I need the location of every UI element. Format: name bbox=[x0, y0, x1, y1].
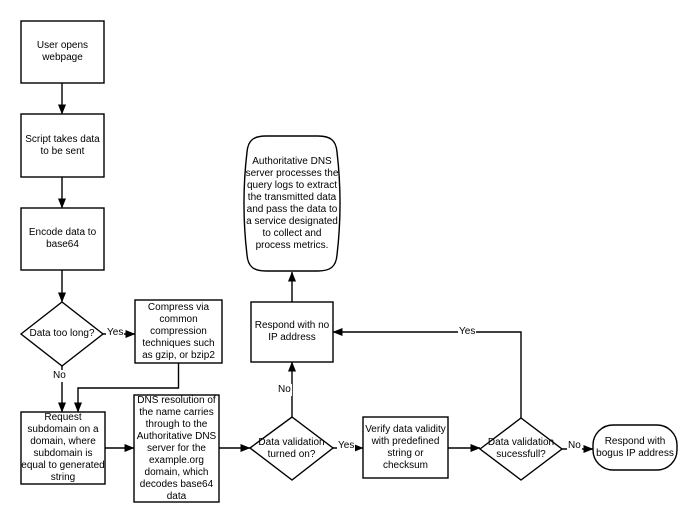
node-user-opens-label: User opens webpage bbox=[36, 40, 89, 63]
node-verify-validity-label: Verify data validity with predefined str… bbox=[365, 423, 446, 471]
node-dns-processes-label: Authoritative DNS server processes the q… bbox=[245, 155, 339, 251]
node-dns-resolution-label: DNS resolution of the name carries throu… bbox=[136, 394, 217, 502]
node-compress-label: Compress via common compression techniqu… bbox=[142, 301, 215, 361]
node-respond-no-ip-shape bbox=[250, 301, 334, 363]
node-compress-shape bbox=[134, 299, 223, 364]
node-dns-processes-shape bbox=[243, 135, 341, 272]
edge-label-too-long-no: No bbox=[52, 370, 67, 382]
node-validation-on-label: Data validation turned on? bbox=[258, 436, 325, 460]
edge-label-too-long-yes: Yes bbox=[106, 327, 125, 339]
edge-label-validation-successful-no: No bbox=[567, 440, 582, 452]
node-validation-successful-label: Data validation sucessfull? bbox=[487, 437, 555, 460]
connector-compress-to-request bbox=[74, 363, 180, 413]
node-respond-bogus-label: Respond with bogus IP address bbox=[596, 435, 674, 459]
node-script-takes-label: Script takes data to be sent bbox=[25, 133, 100, 157]
node-request-subdomain-shape bbox=[20, 411, 106, 485]
node-script-takes-shape bbox=[20, 113, 105, 178]
node-user-opens-shape bbox=[20, 20, 105, 84]
node-encode-label: Encode data to base64 bbox=[28, 227, 97, 250]
edge-label-validation-on-yes: Yes bbox=[337, 440, 356, 452]
connector-validation-successful-yes-to-respond-no-ip bbox=[332, 328, 522, 418]
node-request-subdomain-label: Request subdomain on a domain, where sub… bbox=[21, 412, 105, 483]
edge-label-validation-on-no: No bbox=[277, 384, 292, 396]
node-dns-resolution-shape bbox=[133, 394, 220, 503]
edge-label-validation-successful-yes: Yes bbox=[458, 326, 477, 338]
node-respond-no-ip-label: Respond with no IP address bbox=[254, 320, 330, 343]
node-too-long-label: Data too long? bbox=[29, 328, 95, 339]
